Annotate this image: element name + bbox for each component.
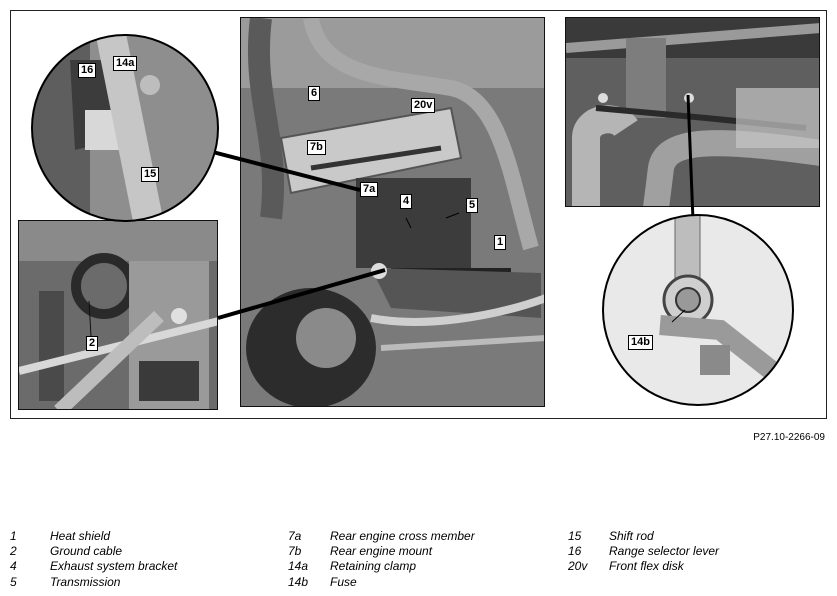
callout-7a: 7a: [360, 182, 379, 197]
legend-number: 20v: [568, 559, 588, 573]
magnifier-lower-right: [602, 214, 794, 406]
callout-14a: 14a: [113, 56, 138, 71]
legend-number: 4: [10, 559, 17, 573]
legend-text: Rear engine mount: [330, 544, 433, 558]
legend-text: Fuse: [330, 575, 357, 589]
photo-ground-cable-art: [19, 221, 217, 409]
legend-text: Heat shield: [50, 529, 111, 543]
callout-2: 2: [86, 336, 99, 351]
photo-ground-cable: [18, 220, 218, 410]
legend-number: 5: [10, 575, 17, 589]
legend-text: Retaining clamp: [330, 559, 417, 573]
callout-6: 6: [308, 86, 321, 101]
legend-number: 14b: [288, 575, 309, 589]
callout-5: 5: [466, 198, 479, 213]
legend-text: Ground cable: [50, 544, 123, 558]
photo-underbody: [240, 17, 545, 407]
legend-number: 1: [10, 529, 17, 543]
callout-14b: 14b: [628, 335, 653, 350]
legend-text: Transmission: [50, 575, 121, 589]
callout-1: 1: [494, 235, 507, 250]
legend-text: Shift rod: [609, 529, 654, 543]
legend-text: Rear engine cross member: [330, 529, 475, 543]
legend-number: 7a: [288, 529, 302, 543]
leader-line-lower: [217, 268, 386, 320]
legend-number: 14a: [288, 559, 309, 573]
legend-number: 2: [10, 544, 17, 558]
callout-20v: 20v: [411, 98, 436, 113]
legend-text: Exhaust system bracket: [50, 559, 178, 573]
legend-text: Range selector lever: [609, 544, 720, 558]
legend-number: 15: [568, 529, 582, 543]
callout-15: 15: [141, 167, 160, 182]
leader-line-right: [686, 94, 695, 221]
legend-number: 7b: [288, 544, 302, 558]
callout-16: 16: [78, 63, 97, 78]
callout-4: 4: [400, 194, 413, 209]
legend-number: 16: [568, 544, 582, 558]
photo-underbody-art: [241, 18, 544, 406]
callout-7b: 7b: [307, 140, 326, 155]
leader-line-upper: [204, 148, 361, 192]
figure-reference: P27.10-2266-09: [753, 432, 825, 443]
legend-text: Front flex disk: [609, 559, 684, 573]
